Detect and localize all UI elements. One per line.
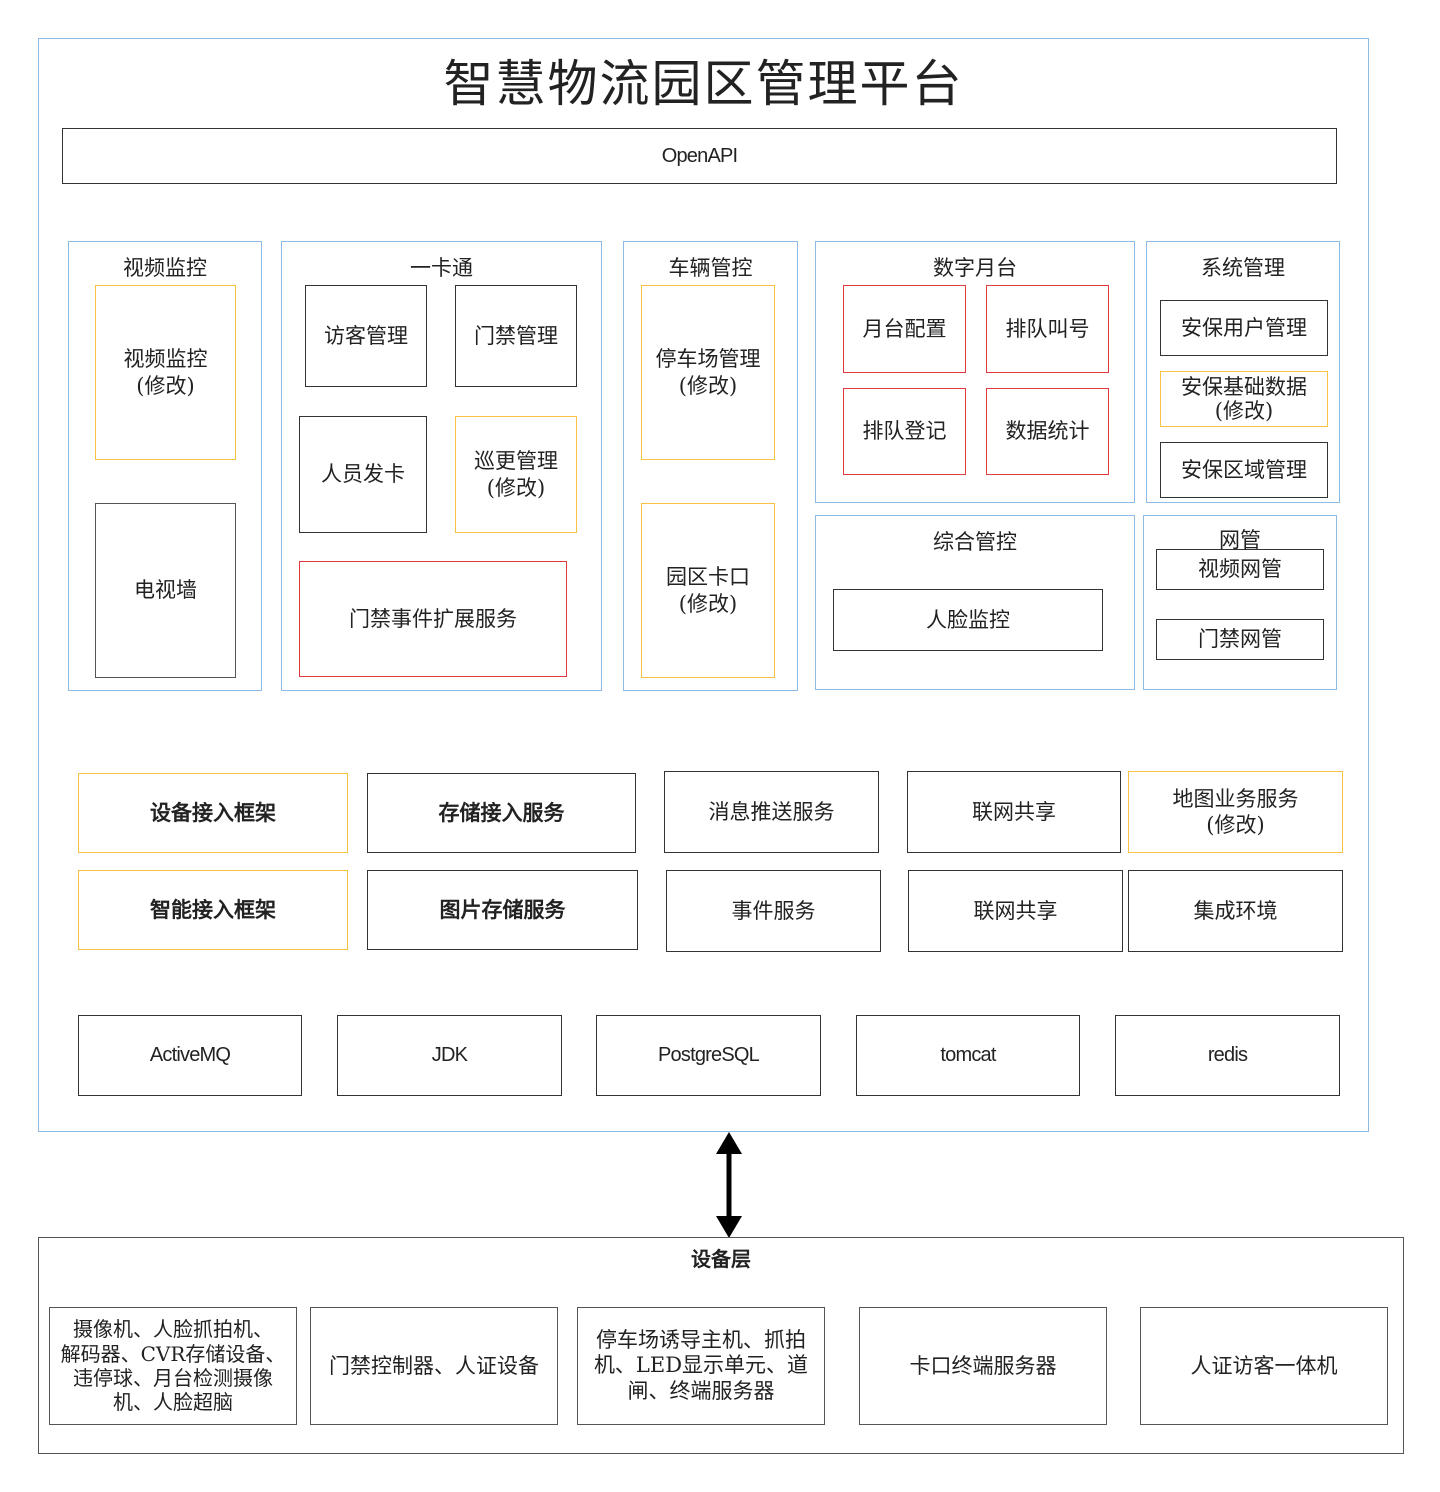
jdk-box: JDK — [337, 1015, 562, 1096]
group-integrated: 综合管控 — [815, 515, 1135, 690]
device-layer-title: 设备层 — [691, 1247, 751, 1271]
activemq-box: ActiveMQ — [78, 1015, 302, 1096]
device-box-door-controllers: 门禁控制器、人证设备 — [310, 1307, 558, 1425]
dock-config-box: 月台配置 — [843, 285, 966, 373]
postgresql-box: PostgreSQL — [596, 1015, 821, 1096]
group-card-title: 一卡通 — [410, 256, 473, 280]
platform-title: 智慧物流园区管理平台 — [443, 55, 964, 113]
tomcat-box: tomcat — [856, 1015, 1080, 1096]
security-basic-data-box: 安保基础数据 (修改) — [1160, 371, 1328, 427]
image-storage-service-box: 图片存储服务 — [367, 870, 638, 950]
queue-register-box: 排队登记 — [843, 388, 966, 475]
group-dock: 数字月台 — [815, 241, 1135, 503]
security-area-box: 安保区域管理 — [1160, 442, 1328, 498]
group-card: 一卡通 — [281, 241, 602, 691]
visitor-mgmt-box: 访客管理 — [305, 285, 427, 387]
group-network: 网管 — [1143, 515, 1337, 690]
integration-env-box: 集成环境 — [1128, 870, 1343, 952]
group-dock-title: 数字月台 — [933, 256, 1017, 280]
group-vehicle-title: 车辆管控 — [668, 256, 753, 280]
tv-wall-box: 电视墙 — [95, 503, 236, 678]
storage-access-service-box: 存储接入服务 — [367, 773, 636, 853]
parking-mgmt-box: 停车场管理 (修改) — [641, 285, 775, 460]
smart-access-framework-box: 智能接入框架 — [78, 870, 348, 950]
group-vehicle: 车辆管控 — [623, 241, 798, 691]
park-gate-box: 园区卡口 (修改) — [641, 503, 775, 678]
group-video-title: 视频监控 — [123, 256, 207, 280]
device-box-cameras: 摄像机、人脸抓拍机、 解码器、CVR存储设备、 违停球、月台检测摄像 机、人脸超… — [49, 1307, 297, 1425]
door-nm-box: 门禁网管 — [1156, 619, 1324, 660]
group-network-title: 网管 — [1219, 528, 1261, 552]
message-push-service-box: 消息推送服务 — [664, 771, 879, 853]
data-stats-box: 数据统计 — [986, 388, 1109, 475]
group-integrated-title: 综合管控 — [933, 530, 1017, 554]
bidirectional-arrow — [716, 1132, 742, 1238]
door-event-ext-box: 门禁事件扩展服务 — [299, 561, 567, 677]
platform-frame — [38, 38, 1369, 1132]
event-service-box: 事件服务 — [666, 870, 881, 952]
device-box-parking: 停车场诱导主机、抓拍 机、LED显示单元、道 闸、终端服务器 — [577, 1307, 825, 1425]
queue-call-box: 排队叫号 — [986, 285, 1109, 373]
map-service-box: 地图业务服务 (修改) — [1128, 771, 1343, 853]
network-sharing-box-2: 联网共享 — [908, 870, 1123, 952]
card-issue-box: 人员发卡 — [299, 416, 427, 533]
security-users-box: 安保用户管理 — [1160, 300, 1328, 356]
device-layer-frame — [38, 1237, 1404, 1454]
video-monitor-box: 视频监控 (修改) — [95, 285, 236, 460]
device-box-visitor-terminal: 人证访客一体机 — [1140, 1307, 1388, 1425]
group-system-title: 系统管理 — [1201, 256, 1285, 280]
patrol-mgmt-box: 巡更管理 (修改) — [455, 416, 577, 533]
device-box-gate-server: 卡口终端服务器 — [859, 1307, 1107, 1425]
face-monitor-box: 人脸监控 — [833, 589, 1103, 651]
door-mgmt-box: 门禁管理 — [455, 285, 577, 387]
redis-box: redis — [1115, 1015, 1340, 1096]
network-sharing-box-1: 联网共享 — [907, 771, 1121, 853]
video-nm-box: 视频网管 — [1156, 549, 1324, 590]
group-system: 系统管理 — [1146, 241, 1340, 503]
group-video: 视频监控 — [68, 241, 262, 691]
openapi-bar: OpenAPI — [62, 128, 1337, 184]
device-access-framework-box: 设备接入框架 — [78, 773, 348, 853]
